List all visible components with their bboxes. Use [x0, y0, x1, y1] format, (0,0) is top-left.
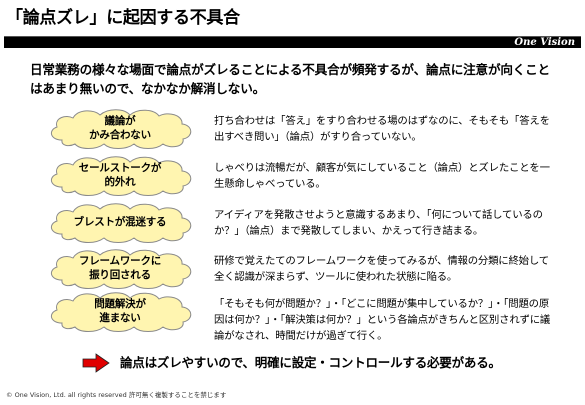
- cloud-shape: セールストークが 的外れ: [40, 153, 200, 197]
- cloud-icon: [50, 249, 192, 289]
- copyright-footer: © One Vision, Ltd. all rights reserved 許…: [6, 391, 227, 399]
- brand-logo-text: One Vision: [514, 37, 575, 48]
- cloud-shape: ブレストが混迷する: [40, 200, 200, 244]
- issue-label: ブレストが混迷する: [73, 216, 167, 228]
- intro-text: 日常業務の様々な場面で論点がズレることによる不具合が頻発するが、論点に注意が向く…: [30, 62, 550, 96]
- right-arrow-icon: [82, 353, 110, 373]
- issue-label: 議論が かみ合わない: [89, 115, 151, 141]
- cloud-icon: [50, 203, 192, 243]
- cloud-icon: [50, 109, 192, 149]
- issue-description: 「そもそも何が問題か？」・「どこに問題が集中しているか？」・「問題の原因は何か？…: [214, 298, 551, 342]
- issue-description: 打ち合わせは「答え」をすり合わせる場のはずなのに、そもそも「答えを出すべき問い」…: [214, 115, 550, 143]
- page-title: 「論点ズレ」に起因する不具合: [6, 8, 240, 28]
- issue-label: フレームワークに 振り回される: [78, 255, 162, 281]
- issue-description: しゃべりは流暢だが、顧客が気にしていること（論点）とズレたことを一生懸命しゃべっ…: [214, 162, 550, 190]
- cloud-icon: [50, 292, 192, 332]
- issue-description: 研修で覚えたてのフレームワークを使ってみるが、情報の分類に終始して全く認識が深ま…: [214, 255, 549, 283]
- issue-description: アイディアを発散させようと意識するあまり、「何について話しているのか？」（論点）…: [214, 209, 543, 237]
- conclusion: 論点はズレやすいので、明確に設定・コントロールする必要がある。: [82, 352, 562, 374]
- cloud-icon: [50, 156, 192, 196]
- issue-label: 問題解決が 進まない: [94, 298, 146, 324]
- issue-label: セールストークが 的外れ: [78, 162, 162, 188]
- cloud-shape: 議論が かみ合わない: [40, 106, 200, 150]
- conclusion-text: 論点はズレやすいので、明確に設定・コントロールする必要がある。: [120, 355, 501, 370]
- cloud-shape: フレームワークに 振り回される: [40, 246, 200, 290]
- brand-bar: One Vision: [4, 36, 581, 48]
- cloud-shape: 問題解決が 進まない: [40, 289, 200, 333]
